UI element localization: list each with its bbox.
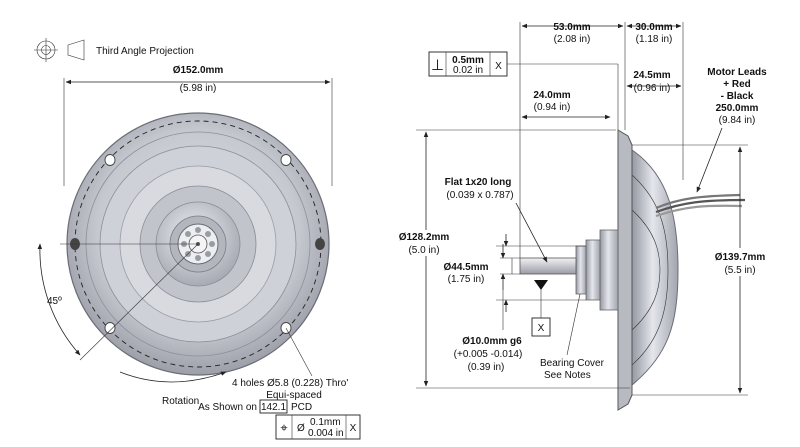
projection-label: Third Angle Projection <box>96 46 194 57</box>
position-symbol-icon: ⌖ <box>280 420 288 435</box>
rotation-label: Rotation <box>162 396 199 407</box>
position-tol-value: 0.1mm <box>310 417 341 428</box>
perpendicularity-tolerance-frame: ⊥ 0.5mm 0.02 in X <box>428 51 508 77</box>
mounting-flange <box>617 129 633 411</box>
motor-leads-line2: + Red <box>723 79 751 90</box>
angle-label: 45º <box>47 296 62 307</box>
holes-note-line1: 4 holes Ø5.8 (0.228) Thro' <box>232 378 348 389</box>
position-tol-imperial: 0.004 in <box>308 428 344 439</box>
outer-diameter-imperial: (5.98 in) <box>180 83 217 94</box>
perp-tol-datum: X <box>495 61 502 72</box>
motor-lead-wires <box>655 193 746 218</box>
dia-44-imperial: (1.75 in) <box>448 274 485 285</box>
datum-label: X <box>538 323 545 334</box>
bearing-cover-line1: Bearing Cover <box>540 358 605 369</box>
position-tol-dia: Ø <box>297 423 305 434</box>
perpendicular-symbol-icon: ⊥ <box>431 57 444 74</box>
dia-44-value: Ø44.5mm <box>443 262 488 273</box>
dia-139-value: Ø139.7mm <box>715 252 766 263</box>
dim-24-5-imperial: (0.96 in) <box>634 83 671 94</box>
shaft-tolerance: (+0.005 -0.014) <box>454 349 523 360</box>
flat-label: Flat 1x20 long <box>445 177 512 188</box>
dim-24-5-value: 24.5mm <box>633 70 670 81</box>
motor-leads-imperial: (9.84 in) <box>719 115 756 126</box>
side-view: 53.0mm (2.08 in) 30.0mm (1.18 in) ⊥ 0.5m… <box>388 22 772 411</box>
dim-53-value: 53.0mm <box>553 22 590 33</box>
holes-note-line3-suffix: PCD <box>291 402 312 413</box>
motor-leads-line1: Motor Leads <box>707 67 767 78</box>
shaft-dia-value: Ø10.0mm g6 <box>462 336 522 347</box>
perp-tol-imperial: 0.02 in <box>453 65 483 76</box>
flat-imperial: (0.039 x 0.787) <box>446 190 513 201</box>
dim-30-imperial: (1.18 in) <box>636 34 673 45</box>
outer-diameter-value: Ø152.0mm <box>173 65 224 76</box>
motor-leads-value: 250.0mm <box>716 103 759 114</box>
dia-139-imperial: (5.5 in) <box>724 265 755 276</box>
holes-note-line2: Equi-spaced <box>266 390 322 401</box>
front-view: Ø152.0mm (5.98 in) <box>37 65 361 440</box>
motor-housing <box>631 149 679 387</box>
holes-note-line3-prefix: As Shown on <box>198 402 257 413</box>
dia-128-imperial: (5.0 in) <box>408 245 439 256</box>
dim-53-imperial: (2.08 in) <box>554 34 591 45</box>
position-tol-datum: X <box>350 423 357 434</box>
bearing-cover-line2: See Notes <box>544 370 591 381</box>
dim-24-value: 24.0mm <box>533 90 570 101</box>
position-tolerance-frame: ⌖ Ø 0.1mm 0.004 in X <box>275 414 361 440</box>
dim-30-value: 30.0mm <box>635 22 672 33</box>
datum-triangle-icon <box>534 280 548 290</box>
perp-tol-value: 0.5mm <box>452 55 484 66</box>
pcd-value: 142.1 <box>261 402 286 413</box>
motor-leads-line3: - Black <box>721 91 754 102</box>
dim-24-imperial: (0.94 in) <box>534 102 571 113</box>
projection-symbol-icon <box>34 38 85 62</box>
bearing-cover <box>575 245 587 295</box>
shaft-imperial: (0.39 in) <box>468 362 505 373</box>
dia-128-value: Ø128.2mm <box>399 232 450 243</box>
shaft <box>519 257 577 275</box>
